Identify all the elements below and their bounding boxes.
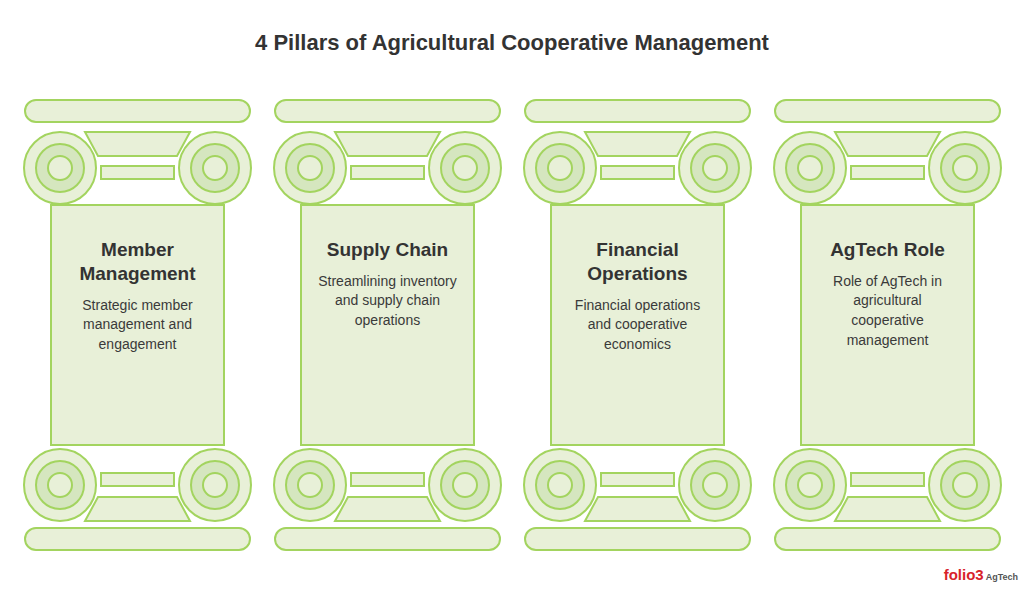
- pillar-description: Streamlining inventory and supply chain …: [316, 272, 459, 331]
- pillar-heading: Supply Chain: [310, 238, 465, 262]
- pillar-ornament: [774, 100, 1001, 550]
- pillar-heading: Financial Operations: [560, 238, 715, 286]
- pillar-shaft: Member ManagementStrategic member manage…: [50, 204, 225, 446]
- pillar-shaft: AgTech RoleRole of AgTech in agricultura…: [800, 204, 975, 446]
- diagram-title: 4 Pillars of Agricultural Cooperative Ma…: [0, 30, 1024, 56]
- brand-suffix: AgTech: [986, 572, 1018, 582]
- pillar-shaft: Financial OperationsFinancial operations…: [550, 204, 725, 446]
- pillar-description: Financial operations and cooperative eco…: [566, 296, 709, 355]
- pillar-ornament: [274, 100, 501, 550]
- pillar-heading: Member Management: [60, 238, 215, 286]
- pillar-ornament: [524, 100, 751, 550]
- pillar-description: Role of AgTech in agricultural cooperati…: [816, 272, 959, 350]
- pillar-heading: AgTech Role: [810, 238, 965, 262]
- brand-logo: folio3: [944, 566, 984, 583]
- pillar-ornament: [24, 100, 251, 550]
- pillar-description: Strategic member management and engageme…: [66, 296, 209, 355]
- pillar-shaft: Supply ChainStreamlining inventory and s…: [300, 204, 475, 446]
